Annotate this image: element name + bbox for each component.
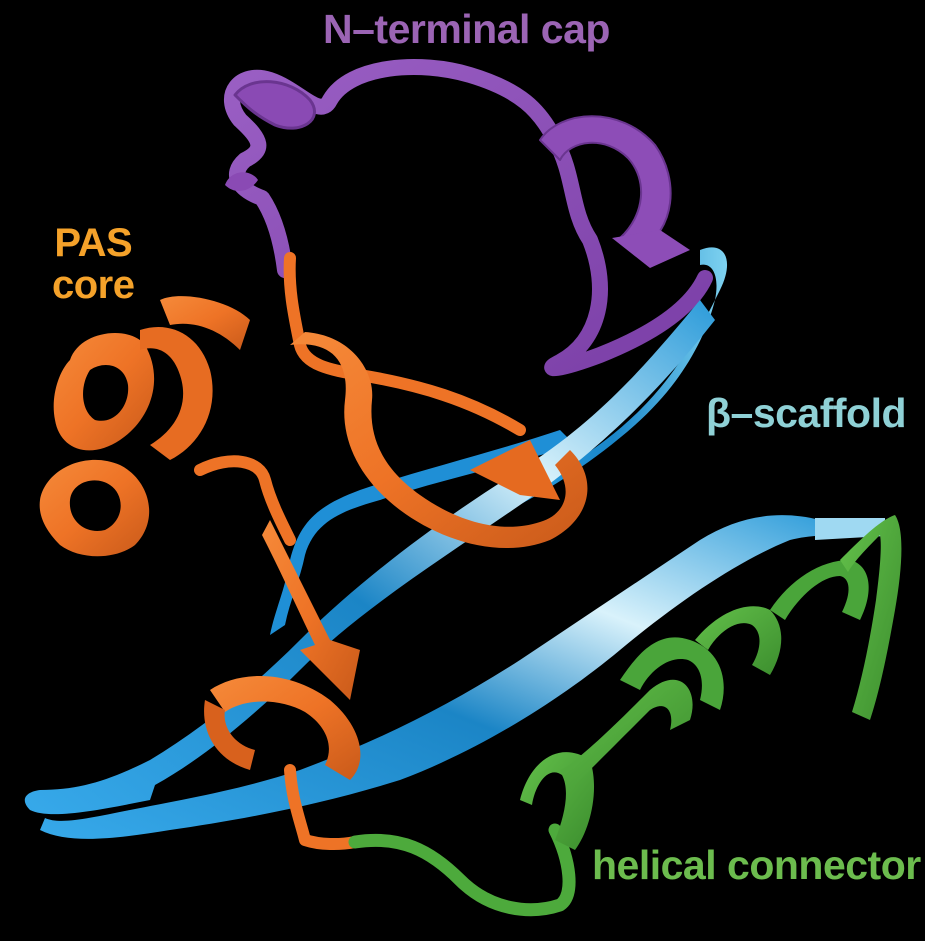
label-n-terminal-cap: N–terminal cap <box>323 6 610 52</box>
label-helical-connector: helical connector <box>592 842 921 888</box>
label-beta-scaffold: β–scaffold <box>706 390 907 436</box>
pas-core-ribbon <box>39 252 588 851</box>
label-pas-core-line2: core <box>52 263 135 307</box>
n-terminal-cap-ribbon <box>224 59 713 377</box>
helical-connector-ribbon <box>348 515 902 917</box>
label-pas-core: PAS core <box>52 222 135 306</box>
label-pas-core-line1: PAS <box>54 221 133 265</box>
